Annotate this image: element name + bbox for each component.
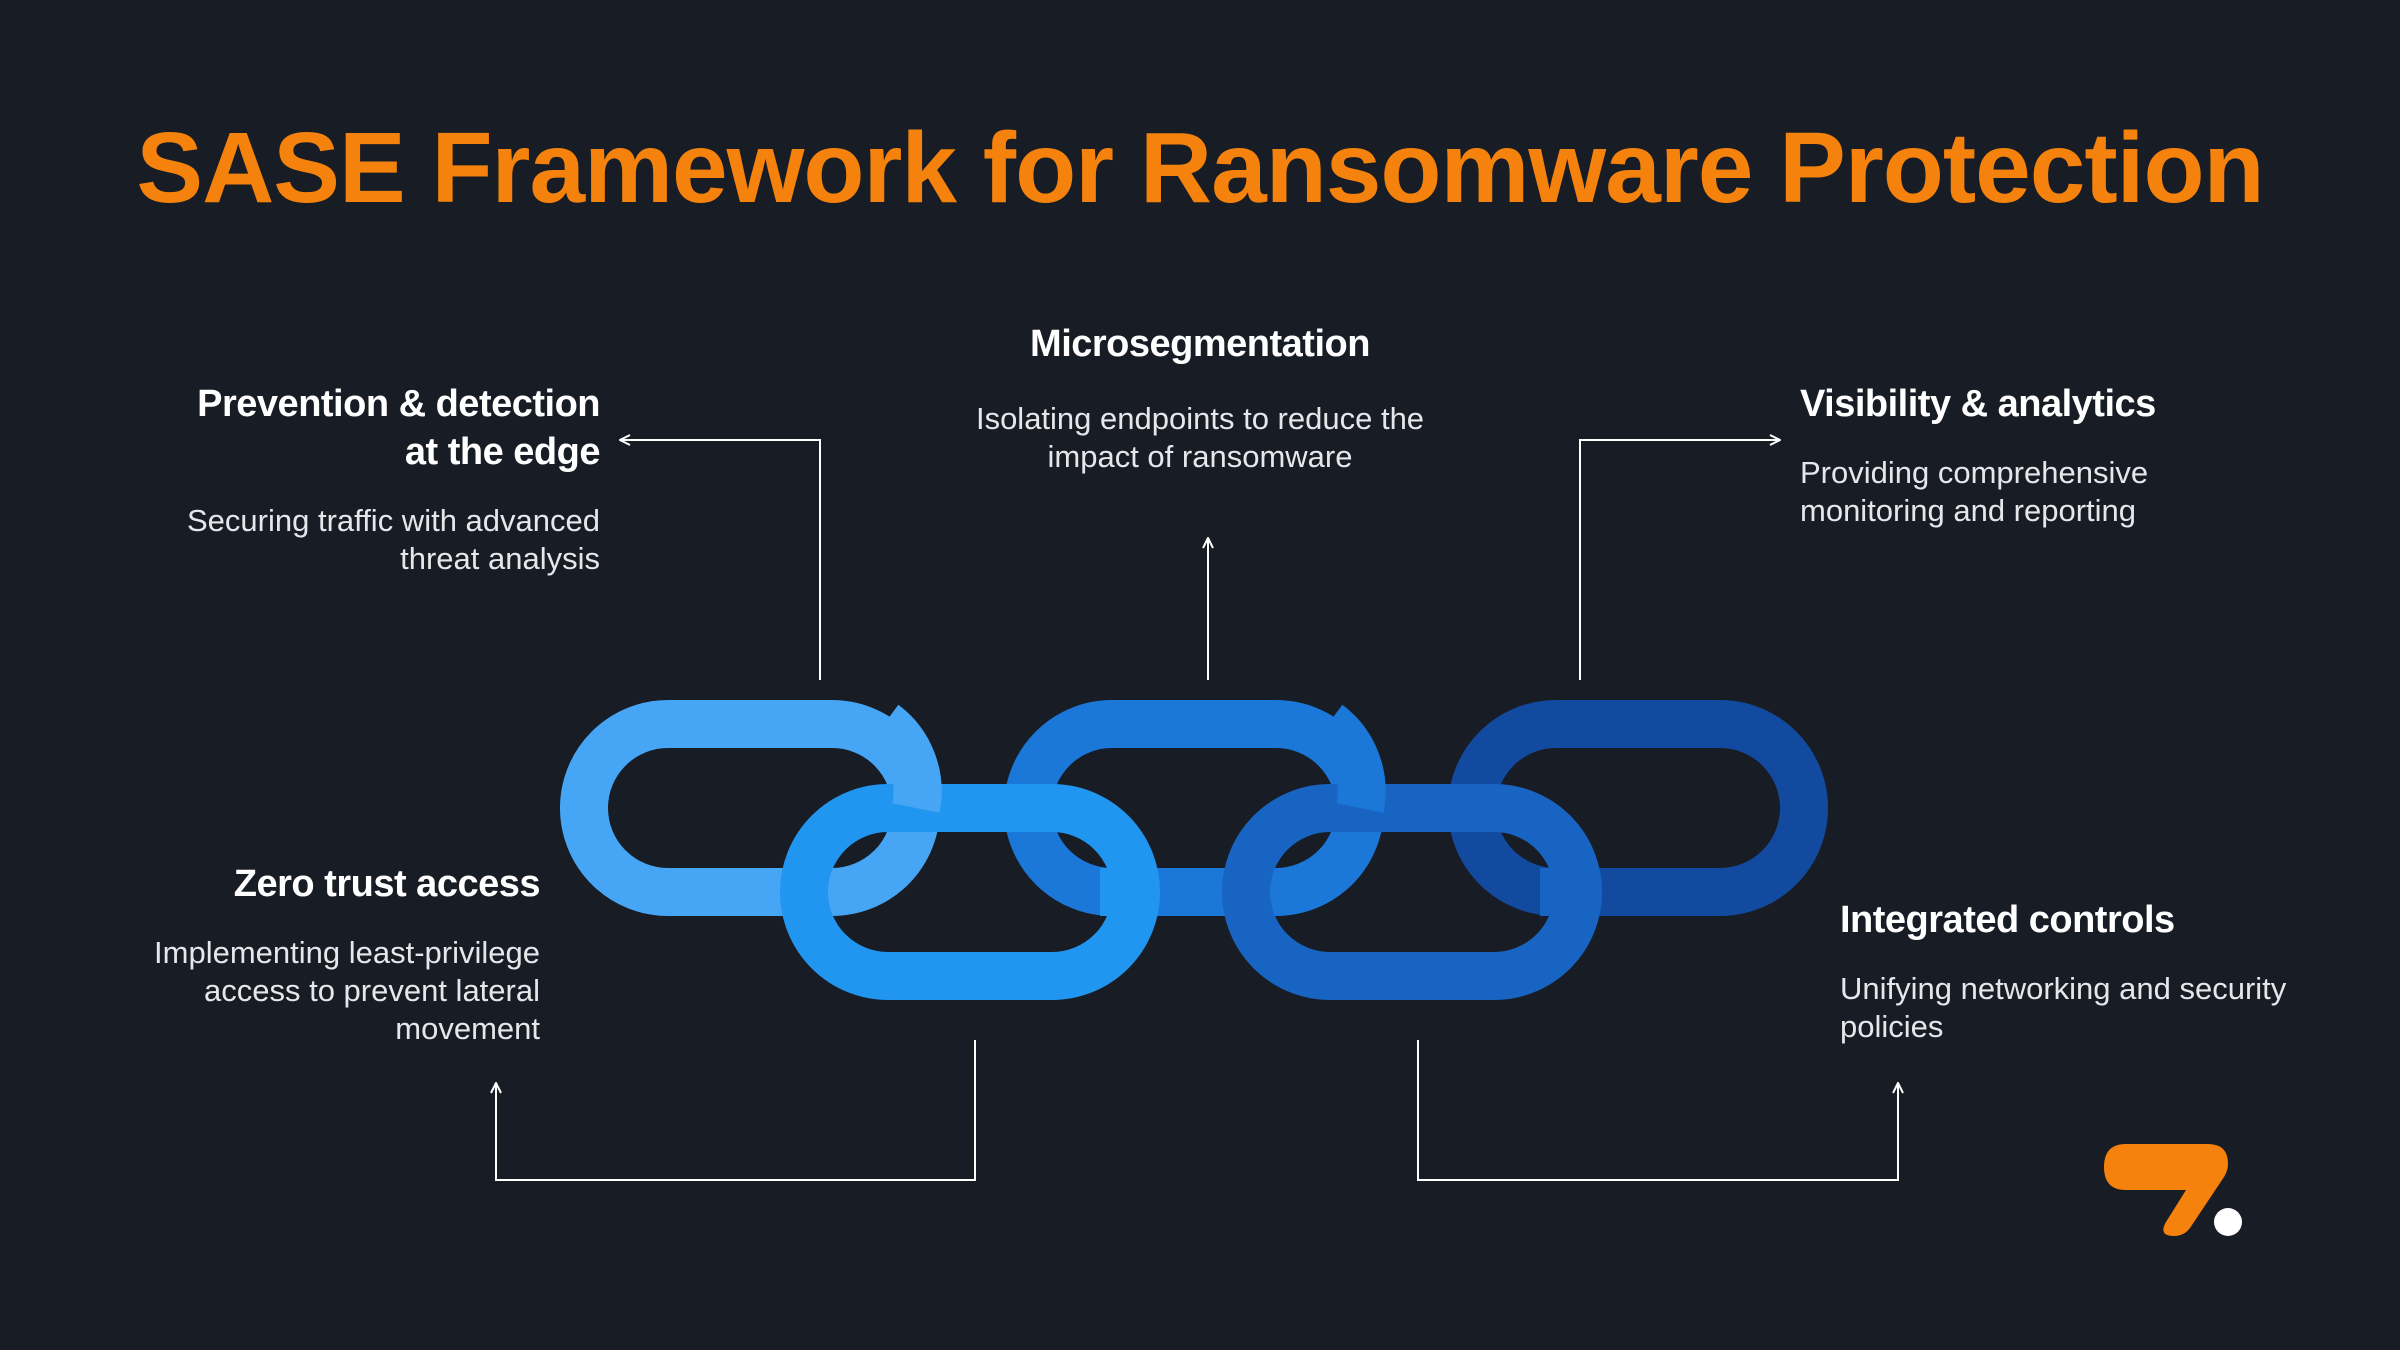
connector-edge <box>620 440 821 680</box>
item-edge: Prevention & detection at the edge Secur… <box>160 380 601 578</box>
connector-visibility <box>1579 440 1780 680</box>
microsegmentation-heading: Microsegmentation <box>1030 323 1370 365</box>
microsegmentation-description: Isolating endpoints to reduce the impact… <box>975 401 1425 474</box>
zero-trust-description: Implementing least-privilege access to p… <box>154 935 540 1046</box>
item-microsegmentation: Microsegmentation Isolating endpoints to… <box>960 320 1440 476</box>
item-visibility: Visibility & analytics Providing compreh… <box>1800 380 2300 530</box>
chain-link-icon <box>560 700 1828 1000</box>
connector-zero-trust <box>496 1040 976 1181</box>
item-integrated: Integrated controls Unifying networking … <box>1840 896 2300 1046</box>
brand-logo-icon <box>2104 1144 2242 1236</box>
edge-description: Securing traffic with advanced threat an… <box>187 503 600 576</box>
item-zero-trust: Zero trust access Implementing least-pri… <box>100 860 540 1048</box>
connector-integrated <box>1417 1040 1898 1181</box>
edge-heading: Prevention & detection at the edge <box>197 383 600 473</box>
integrated-heading: Integrated controls <box>1840 899 2175 941</box>
visibility-description: Providing comprehensive monitoring and r… <box>1800 455 2149 528</box>
page-title: SASE Framework for Ransomware Protection <box>136 112 2264 224</box>
integrated-description: Unifying networking and security policie… <box>1840 971 2287 1044</box>
visibility-heading: Visibility & analytics <box>1800 383 2156 425</box>
zero-trust-heading: Zero trust access <box>233 863 541 905</box>
